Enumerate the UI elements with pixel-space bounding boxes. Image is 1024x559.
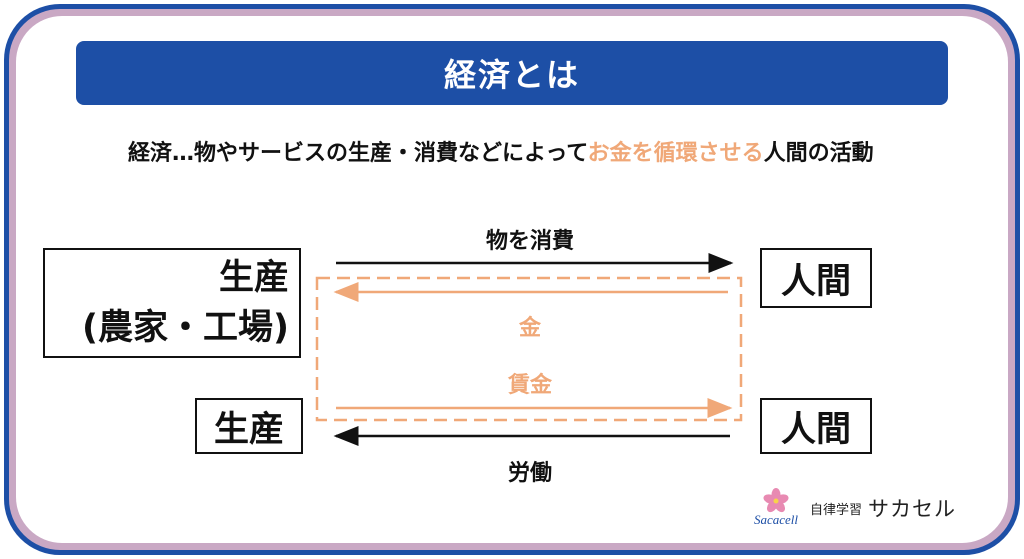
- brand-tagline: 自律学習: [810, 502, 863, 518]
- definition-highlight: お金を循環させる: [587, 141, 764, 166]
- definition-suffix: 人間の活動: [763, 141, 874, 166]
- wage-label: 賃金: [507, 373, 552, 398]
- definition-text: 経済…物やサービスの生産・消費などによってお金を循環させる人間の活動: [128, 136, 888, 171]
- producer-label: 生産: [218, 258, 289, 298]
- brand-name: サカセル: [868, 497, 957, 521]
- producer-box-top: 生産 (農家・工場): [43, 248, 301, 358]
- producer-sublabel: (農家・工場): [82, 308, 289, 348]
- consume-label: 物を消費: [485, 229, 574, 254]
- labor-label: 労働: [507, 461, 552, 486]
- producer-box-bottom: 生産: [195, 398, 303, 454]
- brand-logo: Sacacell 自律学習 サカセル: [748, 488, 956, 528]
- page-title: 経済とは: [76, 41, 948, 105]
- brand-logo-text: Sacacell: [754, 512, 798, 527]
- money-cycle-dashed-loop: [315, 276, 743, 422]
- human-box-top: 人間: [760, 248, 872, 308]
- money-label: 金: [518, 316, 541, 341]
- definition-prefix: 経済…物やサービスの生産・消費などによって: [128, 141, 588, 166]
- human-box-bottom: 人間: [760, 398, 872, 454]
- cherry-blossom-logo-icon: Sacacell: [754, 488, 798, 527]
